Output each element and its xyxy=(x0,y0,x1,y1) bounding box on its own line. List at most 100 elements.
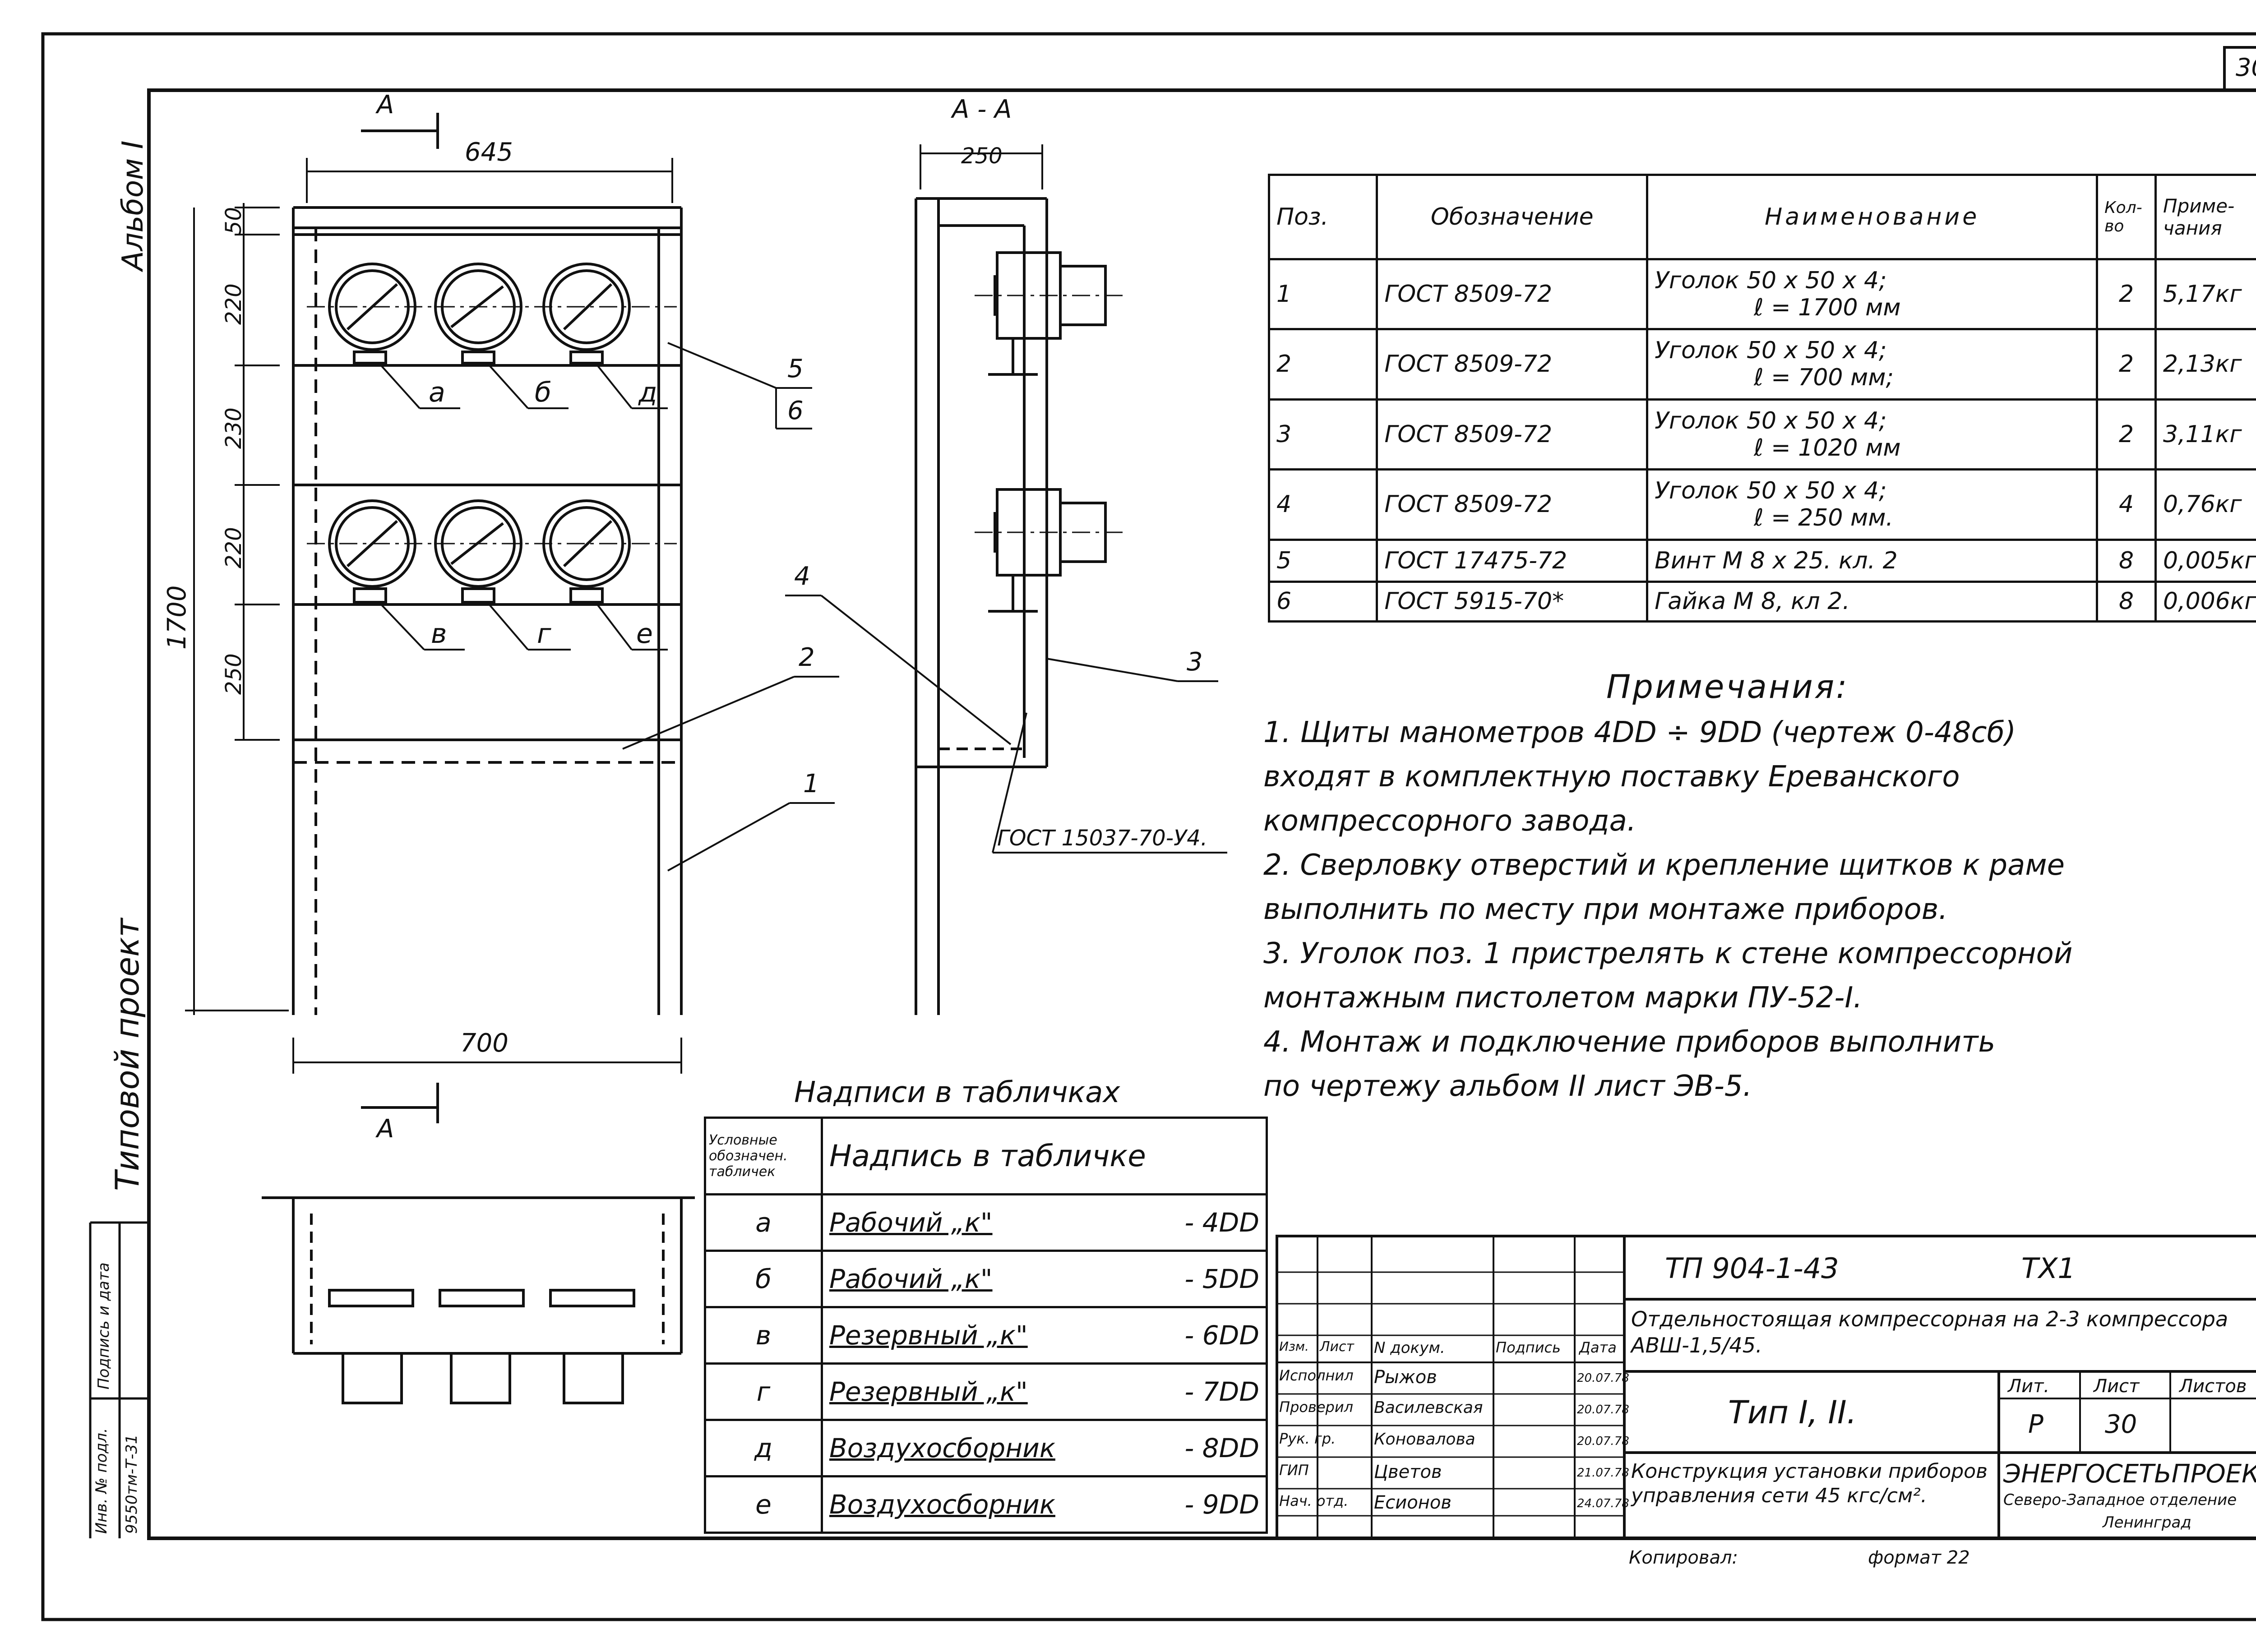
staff-date: 20.07.78 xyxy=(1577,1371,1629,1385)
plate-text-cell: Резервный „к" - 6DD xyxy=(820,1306,1268,1365)
spec-qty: 2 xyxy=(2096,328,2157,401)
dim-width-top: 645 xyxy=(465,138,513,167)
spec-note: 0,006кг xyxy=(2154,580,2256,623)
plate-text: Резервный „к" xyxy=(829,1376,1028,1407)
note-line: по чертежу альбом II лист ЭВ-5. xyxy=(1263,1070,1752,1103)
plate-row: а Рабочий „к"- 4DD xyxy=(704,1193,1268,1252)
note-line: 3. Уголок поз. 1 пристрелять к стене ком… xyxy=(1263,937,2073,970)
col-header-izm: Изм. xyxy=(1279,1339,1309,1354)
plate-row: е Воздухосборник- 9DD xyxy=(704,1475,1268,1534)
note-line: монтажным пистолетом марки ПУ-52-I. xyxy=(1263,981,1863,1015)
plate-text: Резервный „к" xyxy=(829,1320,1028,1351)
spec-pos: 4 xyxy=(1267,468,1378,541)
plate-text: Воздухосборник xyxy=(829,1489,1055,1520)
format-label: формат 22 xyxy=(1868,1547,1970,1568)
spec-row: 5 ГОСТ 17475-72 Винт М 8 х 25. кл. 2 8 0… xyxy=(1267,538,2256,583)
spec-designation: ГОСТ 8509-72 xyxy=(1376,468,1649,541)
spec-table: Поз. Обозначение Наименование Кол-во При… xyxy=(1267,174,2256,623)
plate-text-cell: Воздухосборник- 9DD xyxy=(820,1475,1268,1534)
spec-qty: 2 xyxy=(2096,398,2157,471)
spec-name-line2: ℓ = 700 мм; xyxy=(1754,364,1894,392)
spec-designation: ГОСТ 8509-72 xyxy=(1376,328,1649,401)
spec-name-line1: Винт М 8 х 25. кл. 2 xyxy=(1655,547,1898,574)
spec-note: 2,13кг xyxy=(2154,328,2256,401)
staff-role: Рук. гр. xyxy=(1279,1430,1336,1447)
plate-text: Воздухосборник xyxy=(829,1433,1055,1463)
sheet-header: Лист xyxy=(2094,1376,2140,1397)
header-note: Приме-чания xyxy=(2154,174,2256,260)
plate-row: г Резервный „к"- 7DD xyxy=(704,1362,1268,1421)
gauge-label-g: г xyxy=(537,618,551,650)
spec-name-line1: Уголок 50 х 50 х 4; xyxy=(1655,477,1887,505)
spec-name-line2: ℓ = 1700 мм xyxy=(1754,294,1901,321)
callout-3: 3 xyxy=(1187,647,1203,677)
staff-name: Коновалова xyxy=(1374,1430,1475,1449)
staff-role: Нач. отд. xyxy=(1279,1492,1349,1509)
gauge-label-e: е xyxy=(636,618,653,650)
section-mark-top: А xyxy=(377,90,394,120)
plate-text: Рабочий „к" xyxy=(829,1264,993,1294)
plates-table: Условные обозначен. табличек Надпись в т… xyxy=(704,1117,1268,1534)
spec-pos: 5 xyxy=(1267,538,1378,583)
spec-qty: 4 xyxy=(2096,468,2157,541)
spec-note: 0,005кг xyxy=(2154,538,2256,583)
org-name: ЭНЕРГОСЕТЬПРОЕКТ xyxy=(2003,1459,2256,1489)
section-title: А - А xyxy=(952,95,1012,124)
spec-name-line1: Уголок 50 х 50 х 4; xyxy=(1655,267,1887,294)
spec-name: Уголок 50 х 50 х 4;ℓ = 1700 мм xyxy=(1646,258,2099,331)
plate-text: Рабочий „к" xyxy=(829,1207,993,1238)
plate-row: в Резервный „к"- 6DD xyxy=(704,1306,1268,1365)
spec-designation: ГОСТ 17475-72 xyxy=(1376,538,1649,583)
copied-label: Копировал: xyxy=(1629,1547,1738,1568)
spec-designation: ГОСТ 8509-72 xyxy=(1376,258,1649,331)
side-dim-width: 250 xyxy=(961,143,1003,169)
note-line: входят в комплектную поставку Ереванског… xyxy=(1263,760,1960,794)
note-line: 1. Щиты манометров 4DD ÷ 9DD (чертеж 0-4… xyxy=(1263,716,2016,749)
org-branch: Северо-Западное отделение xyxy=(2003,1491,2237,1509)
dim-width-bottom: 700 xyxy=(460,1029,509,1058)
object-name: Отдельностоящая компрессорная на 2-3 ком… xyxy=(1631,1307,2228,1357)
spec-designation: ГОСТ 8509-72 xyxy=(1376,398,1649,471)
spec-qty: 2 xyxy=(2096,258,2157,331)
org-city: Ленинград xyxy=(2103,1514,2191,1532)
sheets-header: Листов xyxy=(2179,1376,2247,1397)
plate-symbol: д xyxy=(704,1419,823,1477)
callout-2: 2 xyxy=(799,643,815,672)
spec-table-header: Поз. Обозначение Наименование Кол-во При… xyxy=(1267,174,2256,260)
plate-text-cell: Рабочий „к" - 5DD xyxy=(820,1250,1268,1308)
section-mark-bottom: А xyxy=(377,1114,394,1144)
plate-symbol: е xyxy=(704,1475,823,1534)
plate-symbol: б xyxy=(704,1250,823,1308)
plates-title: Надписи в табличках xyxy=(794,1076,1120,1109)
spec-row: 2 ГОСТ 8509-72 Уголок 50 х 50 х 4;ℓ = 70… xyxy=(1267,328,2256,401)
plate-code: - 5DD xyxy=(1184,1264,1259,1294)
plate-code: - 8DD xyxy=(1184,1433,1259,1463)
notes-title: Примечания: xyxy=(1606,668,1849,706)
col-header-list: Лист xyxy=(1320,1339,1355,1355)
plate-symbol: г xyxy=(704,1362,823,1421)
staff-date: 24.07.78 xyxy=(1577,1497,1629,1510)
note-line: выполнить по месту при монтаже приборов. xyxy=(1263,893,1948,926)
spec-name: Гайка М 8, кл 2. xyxy=(1646,580,2099,623)
spec-qty: 8 xyxy=(2096,538,2157,583)
plates-header-text: Надпись в табличке xyxy=(820,1117,1268,1195)
staff-role: Исполнил xyxy=(1279,1367,1354,1384)
plate-code: - 6DD xyxy=(1184,1320,1259,1351)
spec-pos: 2 xyxy=(1267,328,1378,401)
page-number: 30 xyxy=(2236,53,2256,82)
note-line: компрессорного завода. xyxy=(1263,804,1637,838)
staff-date: 20.07.78 xyxy=(1577,1435,1629,1448)
spec-row: 6 ГОСТ 5915-70* Гайка М 8, кл 2. 8 0,006… xyxy=(1267,580,2256,623)
header-designation: Обозначение xyxy=(1376,174,1649,260)
callout-6: 6 xyxy=(787,396,804,425)
spec-row: 3 ГОСТ 8509-72 Уголок 50 х 50 х 4;ℓ = 10… xyxy=(1267,398,2256,471)
staff-role: ГИП xyxy=(1279,1462,1309,1479)
spec-name-line1: Гайка М 8, кл 2. xyxy=(1655,588,1850,615)
spec-pos: 1 xyxy=(1267,258,1378,331)
note-line: 4. Монтаж и подключение приборов выполни… xyxy=(1263,1025,1996,1059)
callout-1: 1 xyxy=(803,769,819,798)
